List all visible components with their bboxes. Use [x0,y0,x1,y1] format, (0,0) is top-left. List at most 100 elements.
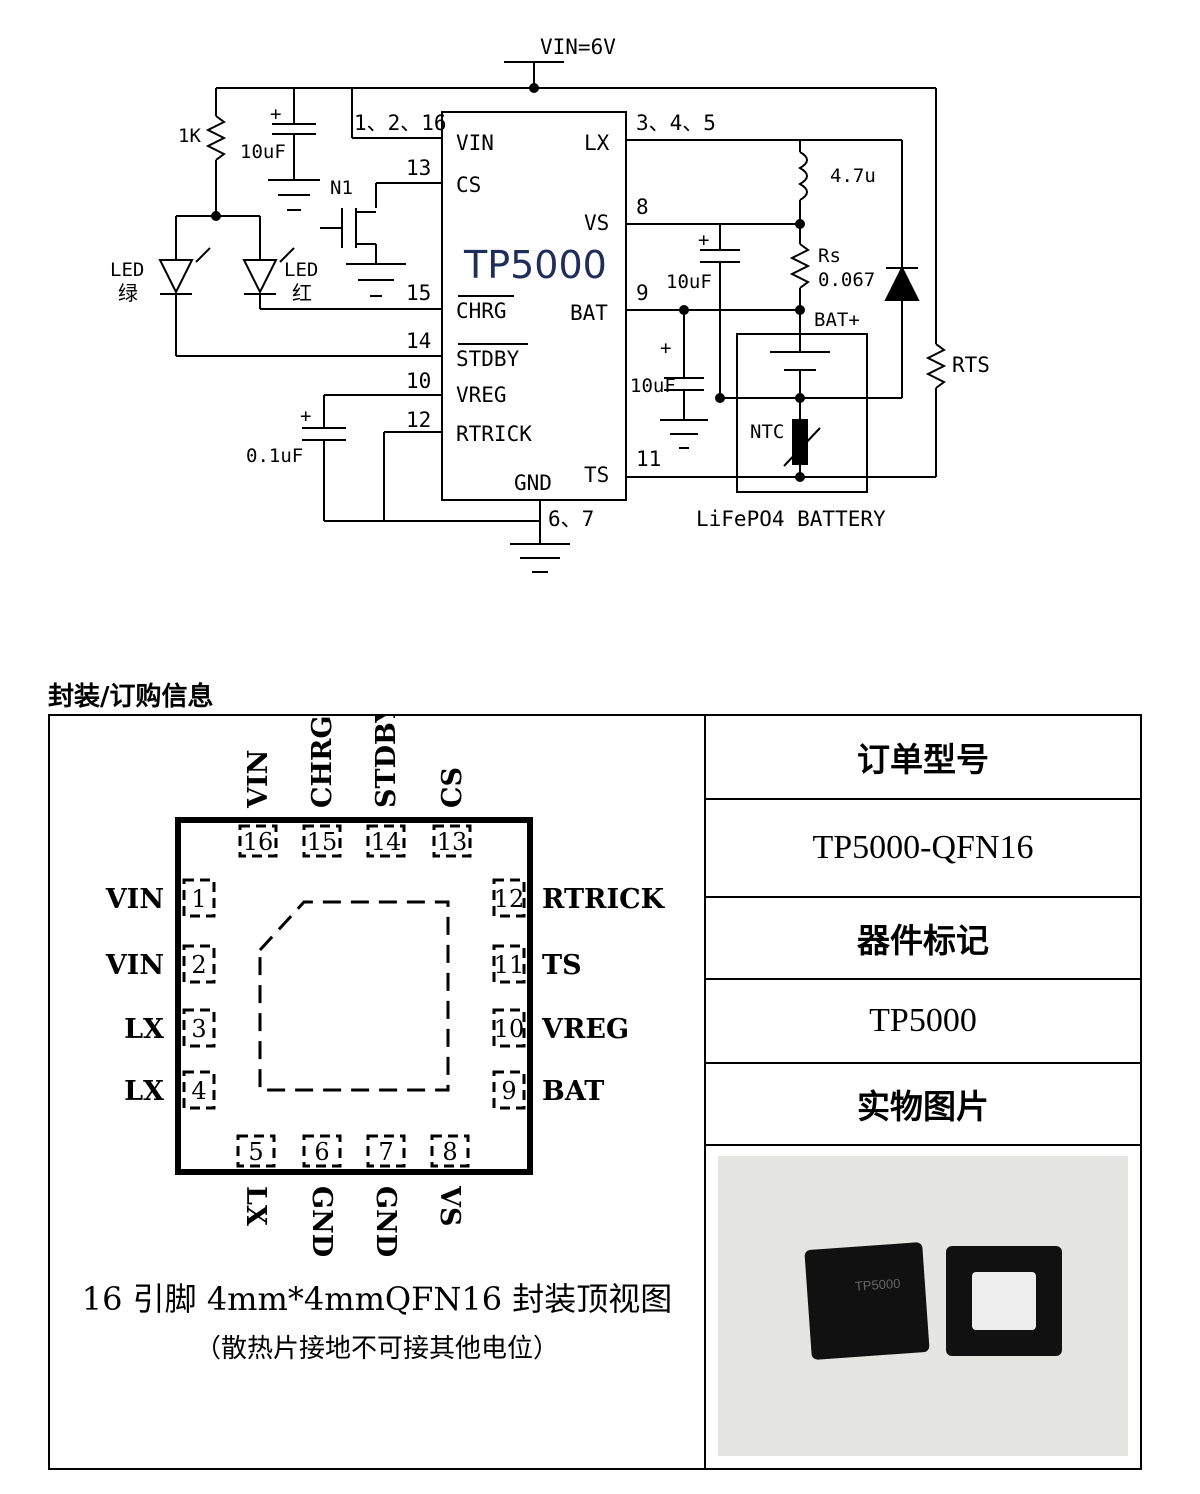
cap-vin-label: 10uF [240,141,286,163]
pin-name-vin: VIN [456,131,494,155]
pad-top [432,824,472,858]
pin-label-bottom: VS [434,1185,465,1226]
pad-left [182,878,216,918]
pad-bottom [302,1134,342,1168]
led-green-label: LED [110,259,144,281]
rs-name: Rs [818,245,841,267]
pad-number: 2 [191,951,206,979]
pad-number: 11 [494,951,525,979]
chip-marking: TP5000 [854,1275,901,1294]
pin-name-vreg: VREG [456,383,507,407]
pin-label-right: VREG [541,1014,629,1045]
pad-left [182,944,216,984]
pin-name-bat: BAT [570,301,608,325]
pin-label-left: VIN [105,884,164,915]
pin-name-chrg: CHRG [456,299,507,323]
pad-right [492,1070,526,1110]
bat-plus-label: BAT+ [814,309,860,331]
inductor-label: 4.7u [830,165,876,187]
ntc-label: NTC [750,421,784,443]
pad-number: 3 [191,1015,206,1043]
led-red-cn: 红 [292,281,312,305]
pad-bottom [366,1134,406,1168]
pad-number: 8 [442,1138,457,1166]
chip-top-image: TP5000 [804,1242,930,1360]
chip-thermal-pad [972,1272,1036,1330]
pin-num-lx: 3、4、5 [636,111,716,135]
rts-label: RTS [952,353,990,377]
pad-right [492,944,526,984]
pin-label-left: VIN [105,950,164,981]
pin-num-stdby: 14 [406,329,431,353]
mark-value: TP5000 [706,980,1140,1064]
pad-number: 10 [494,1015,525,1043]
chip-bottom-image [946,1246,1062,1356]
pin-num-vs: 8 [636,195,649,219]
pin-num-cs: 13 [406,156,431,180]
pin-label-right: BAT [542,1076,604,1107]
pad-bottom [430,1134,470,1168]
led-red-label: LED [284,259,318,281]
pin-label-bottom: LX [240,1186,271,1226]
pin-label-top: CHRG [307,716,338,808]
pin-name-gnd: GND [514,471,552,495]
pin-num-bat: 9 [636,281,649,305]
pin-name-rtrick: RTRICK [456,422,532,446]
cap-vs-label: 10uF [666,271,712,293]
vin-label: VIN=6V [540,35,616,59]
order-value: TP5000-QFN16 [706,800,1140,898]
ordering-info: 订单型号 TP5000-QFN16 器件标记 TP5000 实物图片 TP500… [706,716,1140,1468]
pad-number: 12 [494,885,525,913]
pad-left [182,1070,216,1110]
pin-label-top: VIN [243,750,274,809]
pad-top [366,824,406,858]
photo-header: 实物图片 [706,1064,1140,1146]
pin-name-vs: VS [584,211,609,235]
pin-num-vreg: 10 [406,369,431,393]
section-title: 封装/订购信息 [48,682,214,712]
pad-number: 1 [191,885,206,913]
package-caption: 16 引脚 4mm*4mmQFN16 封装顶视图 [81,1280,673,1318]
cap-bat-label: 10uF [630,375,676,397]
cap-vin-plus: + [270,103,281,125]
pin-label-left: LX [124,1076,164,1107]
cap-vs-plus: + [698,229,709,251]
pad-top [302,824,342,858]
pin-label-right: TS [542,950,582,981]
pin-num-ts: 11 [636,447,661,471]
pin-num-chrg: 15 [406,281,431,305]
pad-right [492,878,526,918]
pin-name-cs: CS [456,173,481,197]
mosfet-label: N1 [330,177,353,199]
pad-number: 16 [243,828,274,856]
pad-number: 13 [437,828,468,856]
pin-num-gnd: 6、7 [548,507,594,531]
cap-bat-plus: + [660,337,671,359]
pad-left [182,1008,216,1048]
order-header: 订单型号 [706,716,1140,800]
charger-schematic: VIN=6V 1、2、16 VIN 13 CS 15 CHRG 14 STDBY… [110,35,990,573]
mark-header: 器件标记 [706,898,1140,980]
pin-label-right: RTRICK [542,884,666,915]
pin-num-vin: 1、2、16 [354,111,447,135]
battery-label: LiFePO4 BATTERY [696,507,886,531]
pad-right [492,1008,526,1048]
pad-number: 6 [314,1138,329,1166]
pin-name-stdby: STDBY [456,347,520,371]
pin-num-rtrick: 12 [406,408,431,432]
pad-number: 7 [378,1138,393,1166]
chip-photo: TP5000 [718,1156,1128,1456]
pin-label-bottom: GND [370,1186,401,1256]
package-note: （散热片接地不可接其他电位） [194,1334,559,1364]
r1k-label: 1K [178,125,201,147]
pad-number: 15 [307,828,338,856]
pin-label-left: LX [124,1014,164,1045]
cap-vreg-label: 0.1uF [246,445,303,467]
pin-label-bottom: GND [306,1186,337,1256]
pin-label-top: STDBY [371,716,402,808]
chip-name: TP5000 [463,243,607,287]
cap-vreg-plus: + [300,405,311,427]
